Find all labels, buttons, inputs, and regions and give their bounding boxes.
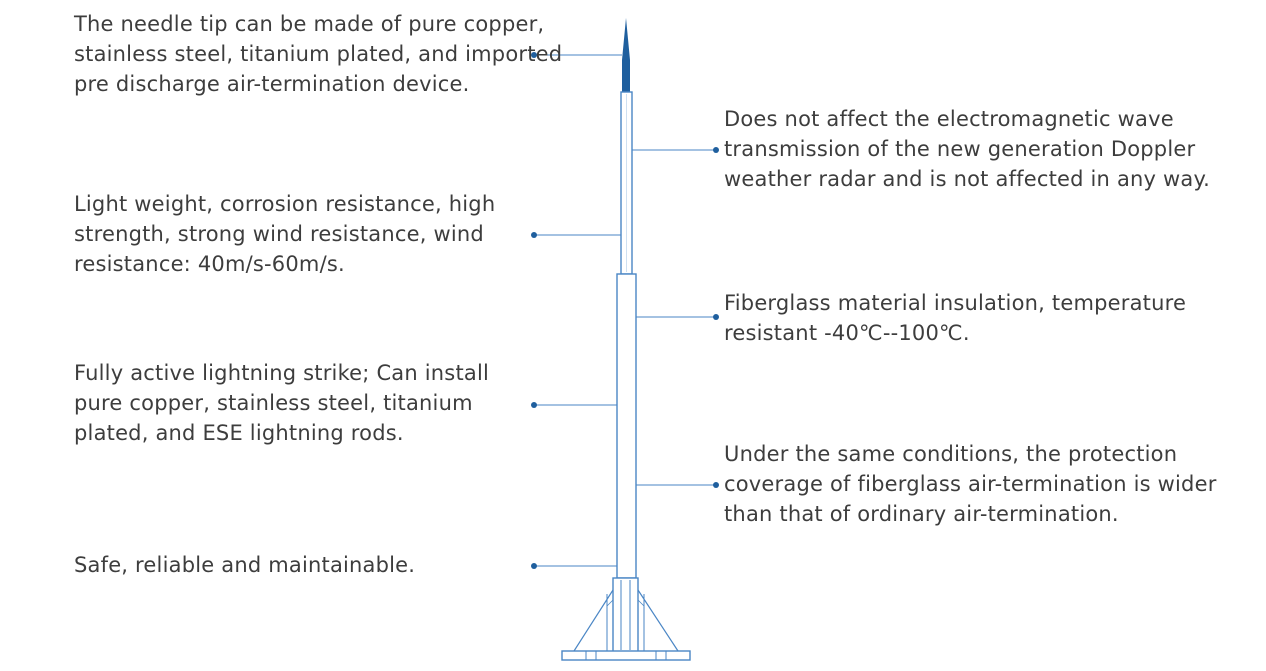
needle-tip-note-line-1: The needle tip can be made of pure coppe… — [74, 12, 545, 36]
right-weld-1 — [637, 599, 645, 607]
radar-note: Does not affect the electromagnetic wave… — [724, 104, 1210, 194]
coverage-note-line-1: Under the same conditions, the protectio… — [724, 442, 1178, 466]
light-weight-note: Light weight, corrosion resistance, high… — [74, 189, 495, 279]
leader-dot-safe — [531, 563, 537, 569]
needle-tip — [622, 18, 630, 92]
safe-note-line-1: Safe, reliable and maintainable. — [74, 553, 416, 577]
leader-dot-needle — [531, 52, 537, 58]
needle-tip-note-line-3: pre discharge air-termination device. — [74, 72, 470, 96]
needle-tip-note: The needle tip can be made of pure coppe… — [74, 9, 562, 99]
light-weight-note-line-2: strength, strong wind resistance, wind — [74, 222, 484, 246]
coverage-note-line-3: than that of ordinary air-termination. — [724, 502, 1119, 526]
lower-mast — [616, 273, 637, 579]
needle-tip-note-line-2: stainless steel, titanium plated, and im… — [74, 42, 563, 66]
insulation-note-line-1: Fiberglass material insulation, temperat… — [724, 291, 1187, 315]
leader-dot-insulation — [713, 314, 719, 320]
active-strike-note-line-3: plated, and ESE lightning rods. — [74, 421, 404, 445]
light-weight-note-line-3: resistance: 40m/s-60m/s. — [74, 252, 345, 276]
radar-note-line-3: weather radar and is not affected in any… — [724, 167, 1210, 191]
insulation-note: Fiberglass material insulation, temperat… — [724, 288, 1186, 348]
coverage-note: Under the same conditions, the protectio… — [724, 439, 1217, 529]
insulation-note-line-2: resistant -40℃--100℃. — [724, 321, 970, 345]
coverage-note-line-2: coverage of fiberglass air-termination i… — [724, 472, 1217, 496]
light-weight-note-line-1: Light weight, corrosion resistance, high — [74, 192, 496, 216]
radar-note-line-2: transmission of the new generation Doppl… — [724, 137, 1196, 161]
base-socket — [612, 577, 639, 653]
leader-dot-radar — [713, 147, 719, 153]
right-brace — [637, 589, 679, 652]
left-weld-1 — [606, 599, 614, 607]
radar-note-line-1: Does not affect the electromagnetic wave — [724, 107, 1174, 131]
leader-dot-light-weight — [531, 232, 537, 238]
active-strike-note-line-2: pure copper, stainless steel, titanium — [74, 391, 473, 415]
leader-dot-coverage — [713, 482, 719, 488]
active-strike-note: Fully active lightning strike; Can insta… — [74, 358, 489, 448]
safe-note: Safe, reliable and maintainable. — [74, 550, 415, 580]
base-plate — [561, 650, 691, 661]
active-strike-note-line-1: Fully active lightning strike; Can insta… — [74, 361, 490, 385]
leader-dot-active-strike — [531, 402, 537, 408]
left-leaders — [531, 52, 622, 569]
right-leaders — [632, 147, 719, 488]
